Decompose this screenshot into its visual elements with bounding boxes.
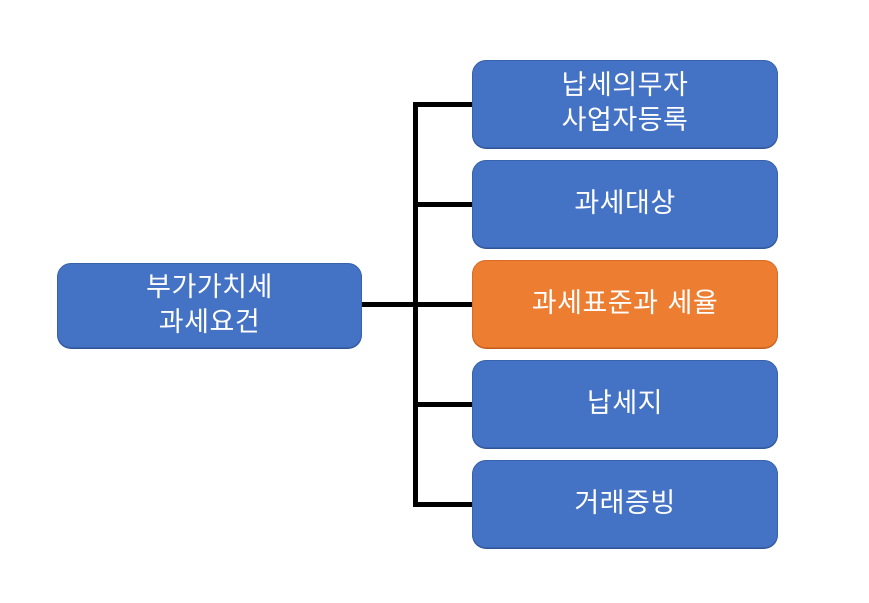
node-child-place-of-tax-payment[interactable]: 납세지 — [472, 360, 778, 448]
connector-branch-1 — [413, 102, 473, 107]
node-child-label: 납세의무자 사업자등록 — [561, 70, 689, 136]
node-child-transaction-evidence[interactable]: 거래증빙 — [472, 460, 778, 548]
node-child-label: 거래증빙 — [574, 487, 676, 519]
node-child-label: 과세대상 — [574, 187, 676, 219]
node-root-label: 부가가치세 과세요건 — [146, 271, 273, 338]
node-child-taxbase-and-rate[interactable]: 과세표준과 세율 — [472, 260, 778, 348]
node-child-taxable-object[interactable]: 과세대상 — [472, 160, 778, 248]
node-child-label: 과세표준과 세율 — [531, 287, 719, 319]
connector-branch-5 — [413, 502, 473, 507]
connector-root-stub — [362, 302, 418, 307]
connector-branch-3 — [413, 302, 473, 307]
node-child-label: 납세지 — [586, 387, 664, 419]
connector-branch-2 — [413, 202, 473, 207]
connector-branch-4 — [413, 402, 473, 407]
node-root[interactable]: 부가가치세 과세요건 — [57, 263, 362, 348]
node-child-taxpayer-registration[interactable]: 납세의무자 사업자등록 — [472, 60, 778, 148]
